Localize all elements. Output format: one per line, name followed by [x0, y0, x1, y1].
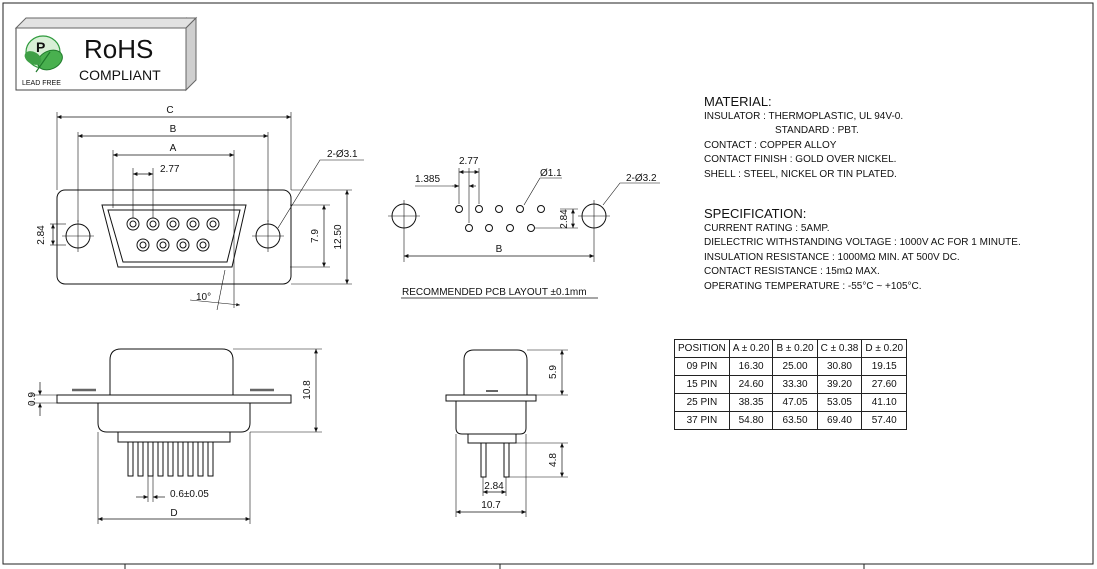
table-cell: 33.30 — [772, 375, 818, 394]
svg-text:7.9: 7.9 — [310, 229, 321, 243]
table-cell: 47.05 — [772, 393, 818, 412]
contact-tails — [127, 441, 214, 477]
table-cell: 25 PIN — [674, 393, 730, 412]
svg-text:10.7: 10.7 — [481, 500, 501, 511]
svg-text:10.8: 10.8 — [302, 380, 313, 400]
spec-line-3: INSULATION RESISTANCE : 1000MΩ MIN. AT 5… — [704, 252, 960, 263]
front-view — [50, 112, 364, 311]
table-cell: 54.80 — [728, 411, 774, 430]
lead-free-label: LEAD FREE — [22, 80, 61, 87]
rohs-label: RoHS — [84, 34, 153, 64]
table-cell: 19.15 — [861, 357, 908, 376]
table-header-row: POSITION A ± 0.20 B ± 0.20 C ± 0.38 D ± … — [674, 339, 908, 358]
svg-text:2.77: 2.77 — [160, 164, 180, 175]
mount-hole-right — [252, 220, 284, 252]
table-header: B ± 0.20 — [772, 339, 818, 358]
dimension-table: POSITION A ± 0.20 B ± 0.20 C ± 0.38 D ± … — [674, 339, 908, 430]
svg-text:C: C — [166, 105, 173, 116]
pcb-pin-holes — [455, 205, 545, 232]
table-cell: 09 PIN — [674, 357, 730, 376]
svg-text:Ø1.1: Ø1.1 — [540, 168, 562, 179]
material-line-2: STANDARD : PBT. — [775, 125, 859, 136]
svg-text:2-Ø3.1: 2-Ø3.1 — [327, 149, 358, 160]
svg-text:2.84: 2.84 — [559, 209, 570, 229]
pcb-caption: RECOMMENDED PCB LAYOUT ±0.1mm — [402, 287, 587, 298]
material-line-3: CONTACT : COPPER ALLOY — [704, 140, 837, 151]
mount-hole-left — [62, 220, 94, 252]
table-cell: 63.50 — [772, 411, 818, 430]
spec-line-4: CONTACT RESISTANCE : 15mΩ MAX. — [704, 266, 880, 277]
table-cell: 30.80 — [816, 357, 863, 376]
svg-text:2.84: 2.84 — [484, 481, 504, 492]
pcb-layout — [388, 168, 660, 299]
material-title: MATERIAL: — [704, 94, 772, 109]
svg-text:0.6±0.05: 0.6±0.05 — [170, 489, 209, 500]
svg-text:2-Ø3.2: 2-Ø3.2 — [626, 173, 657, 184]
rohs-logo: P LEAD FREE RoHS COMPLIANT — [14, 16, 198, 92]
svg-text:1.385: 1.385 — [415, 174, 440, 185]
svg-text:5.9: 5.9 — [548, 365, 559, 379]
svg-text:10°: 10° — [196, 292, 211, 303]
table-cell: 24.60 — [728, 375, 774, 394]
side-view-short — [445, 349, 568, 517]
table-cell: 39.20 — [816, 375, 863, 394]
table-cell: 16.30 — [728, 357, 774, 376]
material-line-1: INSULATOR : THERMOPLASTIC, UL 94V-0. — [704, 111, 904, 122]
table-header: A ± 0.20 — [728, 339, 774, 358]
side-view-short-labels: 5.9 4.8 2.84 10.7 — [481, 365, 559, 511]
contact-row-bottom — [136, 238, 210, 252]
spec-line-1: CURRENT RATING : 5AMP. — [704, 223, 830, 234]
spec-line-5: OPERATING TEMPERATURE : -55°C ~ +105°C. — [704, 281, 922, 292]
table-cell: 37 PIN — [674, 411, 730, 430]
table-cell: 57.40 — [861, 411, 908, 430]
compliant-label: COMPLIANT — [79, 67, 161, 83]
svg-text:0.9: 0.9 — [27, 392, 38, 406]
contact-row-top — [126, 217, 220, 231]
front-view-labels: C B A 2.77 2-Ø3.1 2.84 7.9 12.50 10° — [36, 105, 358, 303]
table-cell: 69.40 — [816, 411, 863, 430]
pcb-layout-labels: 2.77 1.385 Ø1.1 2-Ø3.2 2.84 B RECOMMENDE… — [402, 156, 657, 298]
table-cell: 25.00 — [772, 357, 818, 376]
svg-text:D: D — [170, 508, 177, 519]
svg-text:B: B — [170, 124, 177, 135]
side-view-long-labels: 0.9 10.8 0.6±0.05 D — [27, 380, 313, 519]
table-row: 25 PIN 38.35 47.05 53.05 41.10 — [674, 393, 908, 412]
table-header: POSITION — [674, 339, 730, 358]
specification-title: SPECIFICATION: — [704, 206, 807, 221]
table-header: D ± 0.20 — [861, 339, 908, 358]
svg-text:2.77: 2.77 — [459, 156, 479, 167]
table-row: 09 PIN 16.30 25.00 30.80 19.15 — [674, 357, 908, 376]
table-cell: 53.05 — [816, 393, 863, 412]
material-line-4: CONTACT FINISH : GOLD OVER NICKEL. — [704, 154, 897, 165]
svg-text:4.8: 4.8 — [548, 453, 559, 467]
spec-line-2: DIELECTRIC WITHSTANDING VOLTAGE : 1000V … — [704, 237, 1021, 248]
table-row: 15 PIN 24.60 33.30 39.20 27.60 — [674, 375, 908, 394]
table-row: 37 PIN 54.80 63.50 69.40 57.40 — [674, 411, 908, 430]
side-view-long — [30, 348, 322, 524]
table-cell: 38.35 — [728, 393, 774, 412]
table-header: C ± 0.38 — [816, 339, 863, 358]
svg-text:2.84: 2.84 — [36, 225, 47, 245]
lead-free-leaf-icon: P — [24, 35, 63, 73]
svg-text:A: A — [170, 143, 177, 154]
table-cell: 41.10 — [861, 393, 908, 412]
svg-text:B: B — [496, 244, 503, 255]
material-line-5: SHELL : STEEL, NICKEL OR TIN PLATED. — [704, 169, 897, 180]
table-cell: 27.60 — [861, 375, 908, 394]
table-cell: 15 PIN — [674, 375, 730, 394]
badge-letter: P — [36, 39, 45, 55]
svg-text:12.50: 12.50 — [333, 224, 344, 249]
